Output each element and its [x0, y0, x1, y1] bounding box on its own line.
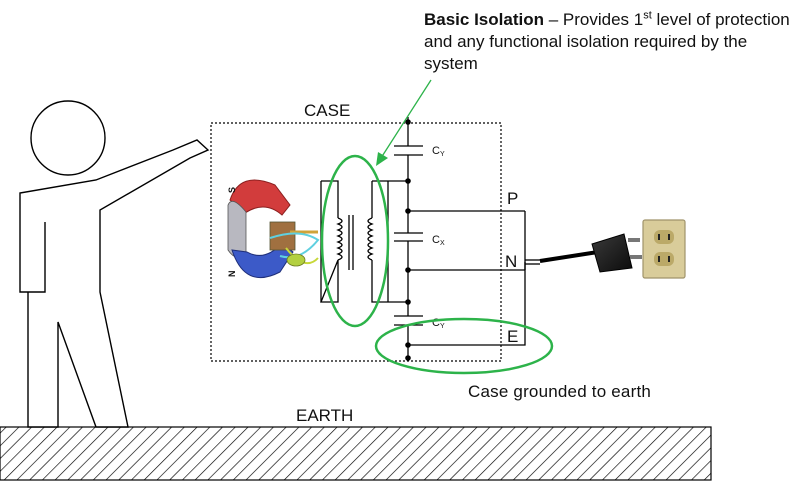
capacitor-network	[388, 117, 540, 358]
isolation-highlight	[320, 154, 390, 328]
case-boundary	[210, 122, 502, 362]
isolation-arrow	[376, 79, 432, 166]
transformer-icon	[320, 180, 389, 303]
wall-outlet-icon	[642, 219, 686, 279]
highlight-ellipses	[320, 154, 554, 375]
ground-highlight	[374, 317, 554, 375]
power-plug-icon	[539, 233, 642, 273]
motor-south-label: S	[227, 187, 237, 193]
cx-label: CX	[432, 234, 445, 247]
cy-top-label: CY	[432, 145, 445, 158]
basic-isolation-title: Basic Isolation	[424, 10, 544, 29]
earth-ground	[0, 426, 712, 481]
terminal-p-label: P	[507, 189, 518, 208]
case-label: CASE	[304, 101, 351, 120]
basic-isolation-note: Basic Isolation – Provides 1st level of …	[424, 9, 790, 73]
cy-bottom-label: CY	[432, 317, 445, 330]
motor-north-label: N	[227, 271, 237, 278]
case-grounded-note: Case grounded to earth	[468, 382, 652, 401]
motor-icon	[227, 179, 320, 279]
person-pointing-icon	[19, 100, 210, 428]
terminal-n-label: N	[505, 252, 517, 271]
junction-dots	[405, 119, 411, 361]
terminal-e-label: E	[507, 327, 518, 346]
earth-label: EARTH	[296, 406, 354, 425]
